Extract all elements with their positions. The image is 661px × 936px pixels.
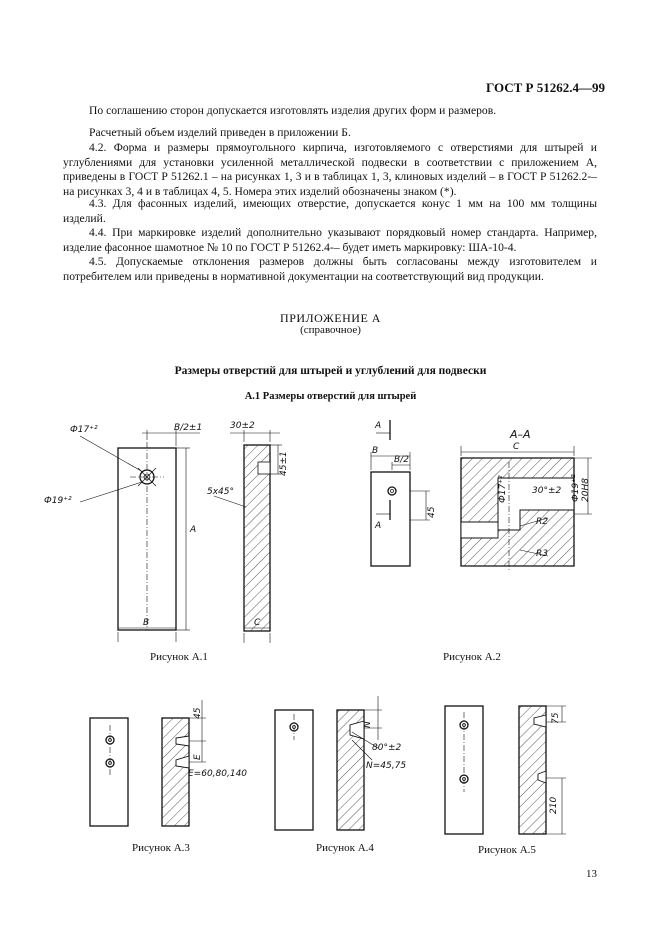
a1-phi17-label: Ф17⁺² — [70, 425, 98, 435]
a3-front-view — [89, 717, 129, 827]
a3-d45-label: 45 — [193, 707, 203, 719]
a2-front-view — [370, 471, 411, 567]
figure-a5-caption: Рисунок А.5 — [478, 844, 536, 856]
paragraph-4-2: 4.2. Форма и размеры прямоугольного кирп… — [63, 141, 597, 198]
paragraph-other-forms: По соглашению сторон допускается изготов… — [89, 104, 497, 117]
subsection-title: А.1 Размеры отверстий для штырей — [244, 391, 417, 402]
figure-a3-caption: Рисунок А.3 — [132, 842, 190, 854]
brick-section-view — [243, 444, 271, 632]
page-number: 13 — [586, 868, 597, 880]
a2-d20-label: 20Н8 — [581, 478, 591, 502]
a3-e-values: E=60,80,140 — [188, 769, 247, 779]
a1-b-label: B — [143, 618, 149, 628]
a2-phi19-label: Ф19⁺² — [571, 474, 581, 502]
a1-phi19-label: Ф19⁺² — [44, 496, 72, 506]
a1-b2-label: B/2±1 — [174, 423, 202, 433]
a2-section-mark-bottom: А — [374, 521, 381, 531]
a5-front-view — [444, 705, 484, 835]
a2-section-mark-top: А — [374, 421, 381, 431]
a2-top30-label: 30°±2 — [532, 486, 561, 496]
a1-top30-label: 30±2 — [230, 421, 255, 431]
a4-front-view — [274, 709, 314, 831]
a1-c-label: C — [254, 618, 261, 628]
a2-b2-label: B/2 — [394, 455, 409, 465]
a5-d210-label: 210 — [549, 797, 559, 814]
a2-r2-label: R2 — [536, 517, 548, 527]
a4-n-values: N=45,75 — [366, 761, 406, 771]
a5-section-view — [518, 705, 547, 835]
figure-a2: А А B B/2 45 А–А C Ф17⁺² 30°±2 Ф19⁺² — [370, 420, 592, 570]
standard-header: ГОСТ Р 51262.4—99 — [486, 80, 605, 95]
a2-r3-label: R3 — [536, 549, 548, 559]
figure-a2-caption: Рисунок А.2 — [443, 651, 501, 663]
figure-a1-caption: Рисунок А.1 — [150, 651, 208, 663]
figure-a5: 75 210 — [444, 705, 566, 835]
a2-aa-label: А–А — [509, 428, 531, 441]
a2-c-label: C — [513, 442, 520, 452]
a2-phi17-label: Ф17⁺² — [498, 475, 508, 503]
a3-section-view — [161, 717, 190, 827]
a2-d45-label: 45 — [427, 506, 437, 518]
a2-b-label: B — [372, 446, 378, 456]
paragraph-4-5: 4.5. Допускаемые отклонения размеров дол… — [63, 255, 597, 283]
a4-angle-label: 80°±2 — [372, 743, 401, 753]
paragraph-4-4: 4.4. При маркировке изделий дополнительн… — [63, 226, 597, 254]
appendix-title: ПРИЛОЖЕНИЕ А — [280, 311, 381, 325]
figure-a4: N 80°±2 N=45,75 — [274, 696, 406, 831]
a1-chamfer-label: 5x45° — [207, 487, 234, 497]
paragraph-volume: Расчетный объем изделий приведен в прило… — [89, 126, 351, 139]
section-title: Размеры отверстий для штырей и углублени… — [174, 365, 487, 377]
a2-pin-hole — [387, 486, 397, 496]
figure-a1: Ф17⁺² Ф19⁺² B/2±1 A B 30±2 45±1 5x45° C — [44, 421, 289, 643]
figure-a4-caption: Рисунок А.4 — [316, 842, 374, 854]
a4-n-label: N — [363, 721, 373, 728]
paragraph-4-3: 4.3. Для фасонных изделий, имеющих отвер… — [63, 197, 597, 225]
a5-d75-label: 75 — [551, 712, 561, 724]
appendix-subtitle: (справочное) — [300, 324, 361, 336]
a1-a-label: A — [189, 525, 196, 535]
a1-d45-label: 45±1 — [279, 451, 289, 476]
a3-e-label: E — [193, 754, 203, 760]
figure-a3: 45 E E=60,80,140 — [89, 700, 247, 827]
